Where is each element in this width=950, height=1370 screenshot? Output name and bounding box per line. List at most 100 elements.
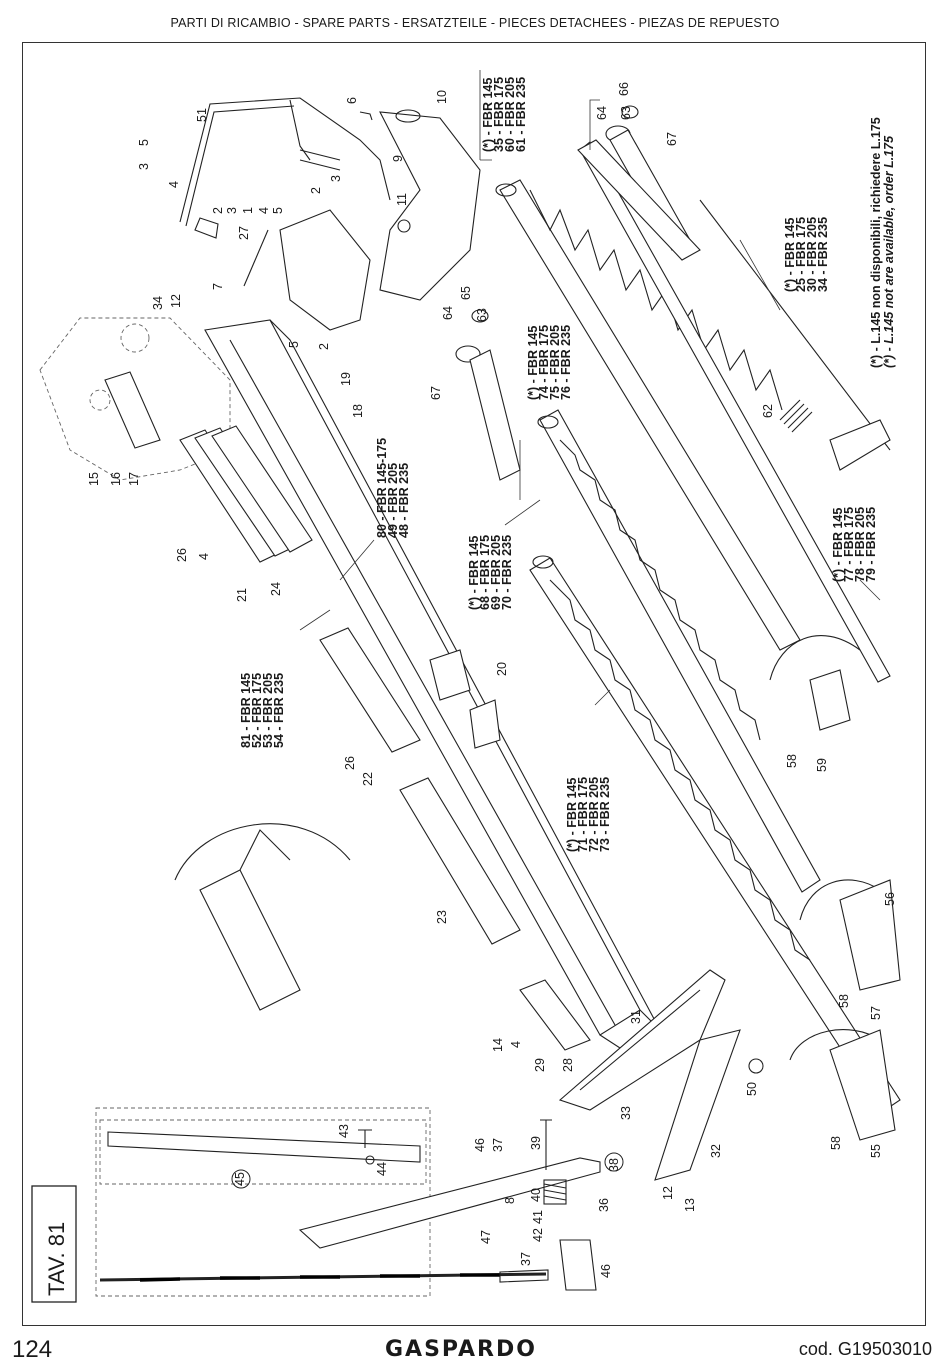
note-italian: (*) - L.145 non disponibili, richiedere … bbox=[869, 117, 883, 368]
part-label: 50 bbox=[745, 1082, 759, 1096]
part-label: 37 bbox=[491, 1138, 505, 1152]
callout-group-74: (*) - FBR 145 74 - FBR 175 75 - FBR 205 … bbox=[526, 325, 573, 400]
part-label: 62 bbox=[761, 404, 775, 418]
part-label: 15 bbox=[87, 472, 101, 486]
callout-group-80: 80 - FBR 145-175 49 - FBR 205 48 - FBR 2… bbox=[375, 438, 411, 538]
part-label: 7 bbox=[211, 283, 225, 290]
svg-text:75 - FBR 205: 75 - FBR 205 bbox=[548, 325, 562, 400]
part-label: 23 bbox=[435, 910, 449, 924]
part-label: 63 bbox=[475, 308, 489, 322]
part-label: 55 bbox=[869, 1144, 883, 1158]
svg-text:54 - FBR 235: 54 - FBR 235 bbox=[272, 673, 286, 748]
part-number-labels: 51 5 3 4 6 10 9 11 2 3 1 4 5 2 3 27 7 5 … bbox=[87, 82, 897, 1278]
svg-text:60 - FBR 205: 60 - FBR 205 bbox=[503, 77, 517, 152]
part-label: 58 bbox=[837, 994, 851, 1008]
part-label: 36 bbox=[597, 1198, 611, 1212]
part-label: 3 bbox=[225, 207, 239, 214]
crop-divider bbox=[558, 969, 764, 1181]
svg-text:(*) - FBR 145: (*) - FBR 145 bbox=[783, 218, 797, 292]
lower-blade-assembly bbox=[298, 1119, 601, 1291]
part-label: 45 bbox=[233, 1172, 247, 1186]
part-label: 4 bbox=[197, 553, 211, 560]
callout-group-71: (*) - FBR 145 71 - FBR 175 72 - FBR 205 … bbox=[565, 777, 612, 852]
part-label: 5 bbox=[137, 139, 151, 146]
lower-knife bbox=[529, 555, 901, 1113]
part-label: 39 bbox=[529, 1136, 543, 1150]
part-label: 14 bbox=[491, 1038, 505, 1052]
svg-text:34 - FBR 235: 34 - FBR 235 bbox=[816, 217, 830, 292]
part-label: 26 bbox=[175, 548, 189, 562]
circle-38 bbox=[604, 1152, 624, 1172]
part-label: 3 bbox=[329, 175, 343, 182]
part-label: 29 bbox=[533, 1058, 547, 1072]
part-label: 57 bbox=[869, 1006, 883, 1020]
svg-text:69 - FBR 205: 69 - FBR 205 bbox=[489, 535, 503, 610]
part-label: 46 bbox=[599, 1264, 613, 1278]
leader-lines bbox=[299, 70, 881, 706]
svg-text:68 - FBR 175: 68 - FBR 175 bbox=[478, 535, 492, 610]
part-label: 28 bbox=[561, 1058, 575, 1072]
part-label: 37 bbox=[519, 1252, 533, 1266]
part-label: 65 bbox=[459, 286, 473, 300]
part-label: 64 bbox=[441, 306, 455, 320]
part-label: 41 bbox=[531, 1210, 545, 1224]
part-label: 3 bbox=[137, 163, 151, 170]
part-label: 12 bbox=[661, 1186, 675, 1200]
guard-plates-22-23 bbox=[319, 627, 591, 1051]
part-label: 34 bbox=[151, 296, 165, 310]
part-label: 64 bbox=[595, 106, 609, 120]
note-english: (*) - L.145 not are available, order L.1… bbox=[882, 135, 896, 368]
part-label: 58 bbox=[785, 754, 799, 768]
part-label: 67 bbox=[665, 132, 679, 146]
svg-text:70 - FBR 235: 70 - FBR 235 bbox=[500, 535, 514, 610]
part-label: 31 bbox=[629, 1010, 643, 1024]
part-label: 11 bbox=[395, 193, 409, 206]
part-label: 44 bbox=[375, 1162, 389, 1176]
part-label: 66 bbox=[617, 82, 631, 96]
part-label: 2 bbox=[317, 343, 331, 350]
svg-text:73 - FBR 235: 73 - FBR 235 bbox=[598, 777, 612, 852]
part-label: 4 bbox=[509, 1041, 523, 1048]
part-label: 10 bbox=[435, 90, 449, 104]
svg-text:(*) - FBR 145: (*) - FBR 145 bbox=[481, 78, 495, 152]
part-label: 17 bbox=[127, 472, 141, 486]
part-label: 20 bbox=[495, 662, 509, 676]
svg-text:77 - FBR 175: 77 - FBR 175 bbox=[842, 507, 856, 582]
part-label: 6 bbox=[345, 97, 359, 104]
part-label: 58 bbox=[829, 1136, 843, 1150]
part-label: 16 bbox=[109, 472, 123, 486]
callout-group-68: (*) - FBR 145 68 - FBR 175 69 - FBR 205 … bbox=[467, 535, 514, 610]
detail-circles bbox=[174, 635, 901, 1141]
rod-47 bbox=[99, 1269, 549, 1283]
long-thin-bar bbox=[579, 141, 891, 683]
part-label: 59 bbox=[815, 758, 829, 772]
part-label: 47 bbox=[479, 1230, 493, 1244]
svg-text:53 - FBR 205: 53 - FBR 205 bbox=[261, 673, 275, 748]
svg-text:80 - FBR 145-175: 80 - FBR 145-175 bbox=[375, 438, 389, 538]
knife-blade-45 bbox=[107, 1129, 421, 1165]
drawing-frame bbox=[22, 42, 926, 1326]
svg-text:72 - FBR 205: 72 - FBR 205 bbox=[587, 777, 601, 852]
part-label: 33 bbox=[619, 1106, 633, 1120]
svg-text:52 - FBR 175: 52 - FBR 175 bbox=[250, 673, 264, 748]
svg-text:(*) - FBR 145: (*) - FBR 145 bbox=[831, 508, 845, 582]
table-label-box: TAV. 81 bbox=[31, 1185, 77, 1303]
part-label: 21 bbox=[235, 588, 249, 602]
part-label: 18 bbox=[351, 404, 365, 418]
part-label: 22 bbox=[361, 772, 375, 786]
blade-dashed-box bbox=[99, 1119, 427, 1185]
svg-text:78 - FBR 205: 78 - FBR 205 bbox=[853, 507, 867, 582]
callout-group-25: (*) - FBR 145 25 - FBR 175 30 - FBR 205 … bbox=[783, 217, 830, 292]
part-label: 9 bbox=[391, 155, 405, 162]
part-label: 2 bbox=[309, 187, 323, 194]
part-label: 1 bbox=[241, 207, 255, 214]
part-label: 27 bbox=[237, 226, 251, 240]
plates-21-24 bbox=[104, 371, 313, 563]
part-label: 56 bbox=[883, 892, 897, 906]
svg-text:35 - FBR 175: 35 - FBR 175 bbox=[492, 77, 506, 152]
part-label: 5 bbox=[287, 341, 301, 348]
part-label: 12 bbox=[169, 294, 183, 308]
spring-and-bracket bbox=[699, 199, 891, 471]
cutter-bar-beam bbox=[204, 319, 661, 1049]
svg-text:81 - FBR 145: 81 - FBR 145 bbox=[239, 673, 253, 748]
